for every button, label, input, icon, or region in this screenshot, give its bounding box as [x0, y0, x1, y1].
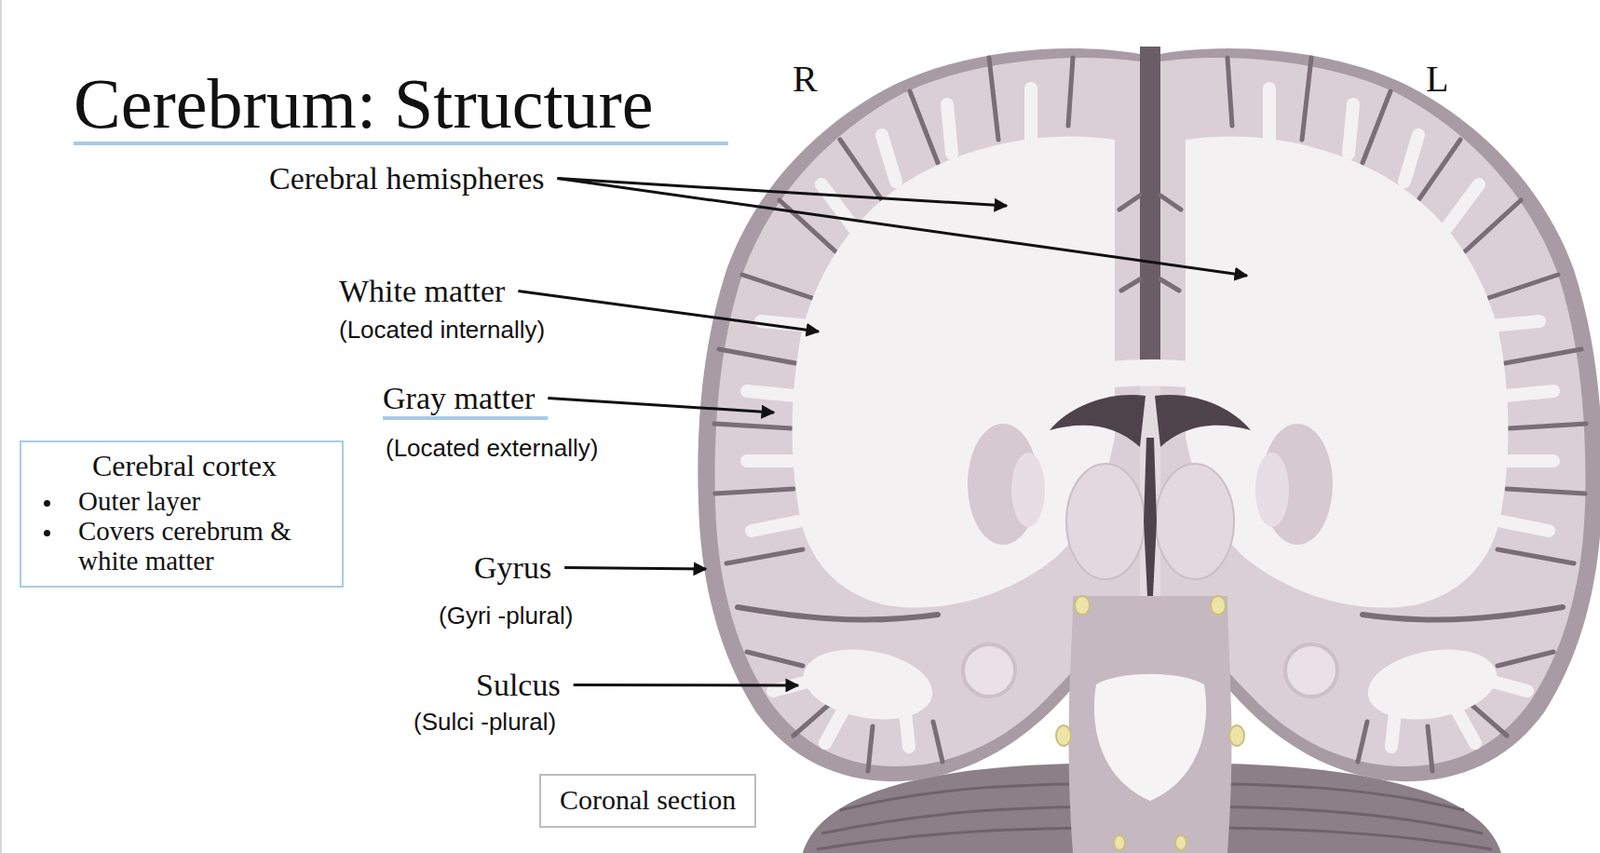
cranial-nerves [1229, 725, 1245, 746]
bullet-dot [43, 500, 51, 507]
leader-arrow [547, 398, 774, 413]
third-ventricle [1143, 437, 1157, 597]
caption-box: Coronal section [539, 773, 757, 828]
corpus-callosum [1072, 359, 1228, 394]
side-marker: L [1425, 57, 1449, 101]
leader-arrow [557, 178, 1248, 276]
cranial-nerves [1175, 835, 1187, 851]
note-label: (Gyri -plural) [438, 602, 573, 631]
note-label: (Located internally) [338, 316, 545, 345]
pons-cut-face [1094, 674, 1207, 801]
label-underline [382, 416, 548, 421]
brainstem [1069, 596, 1233, 853]
bullet-text: Outer layer [78, 487, 201, 517]
leader-arrow [517, 291, 819, 332]
bullet-text: Covers cerebrum & white matter [78, 516, 295, 577]
note-label: (Sulci -plural) [413, 708, 556, 737]
part-label: Gray matter [382, 379, 535, 417]
leader-arrow [557, 178, 1008, 206]
cranial-nerves [1056, 596, 1245, 851]
bullet-row: Covers cerebrum & white matter [40, 516, 329, 577]
cranial-nerves [1113, 835, 1126, 851]
part-label: Sulcus [475, 666, 561, 704]
bullet-dot [43, 529, 51, 537]
note-label: (Located externally) [385, 434, 598, 463]
cranial-nerves [1210, 596, 1226, 615]
side-marker: R [792, 57, 818, 101]
part-label: Gyrus [474, 549, 552, 586]
leader-lines [517, 178, 1248, 686]
slide-title: Cerebrum: Structure [73, 65, 654, 144]
part-label: Cerebral hemispheres [269, 160, 545, 197]
bullet-row: Outer layer [40, 487, 329, 517]
box-heading: Cerebral cortex [40, 447, 329, 484]
caption-text: Coronal section [559, 783, 736, 817]
leader-arrow [564, 568, 706, 570]
longitudinal-fissure [1139, 46, 1161, 373]
part-label: White matter [338, 272, 505, 310]
leader-arrow [573, 683, 799, 687]
info-box: Cerebral cortexOuter layerCovers cerebru… [19, 440, 344, 588]
cranial-nerves [1074, 596, 1090, 615]
cranial-nerves [1056, 725, 1072, 746]
